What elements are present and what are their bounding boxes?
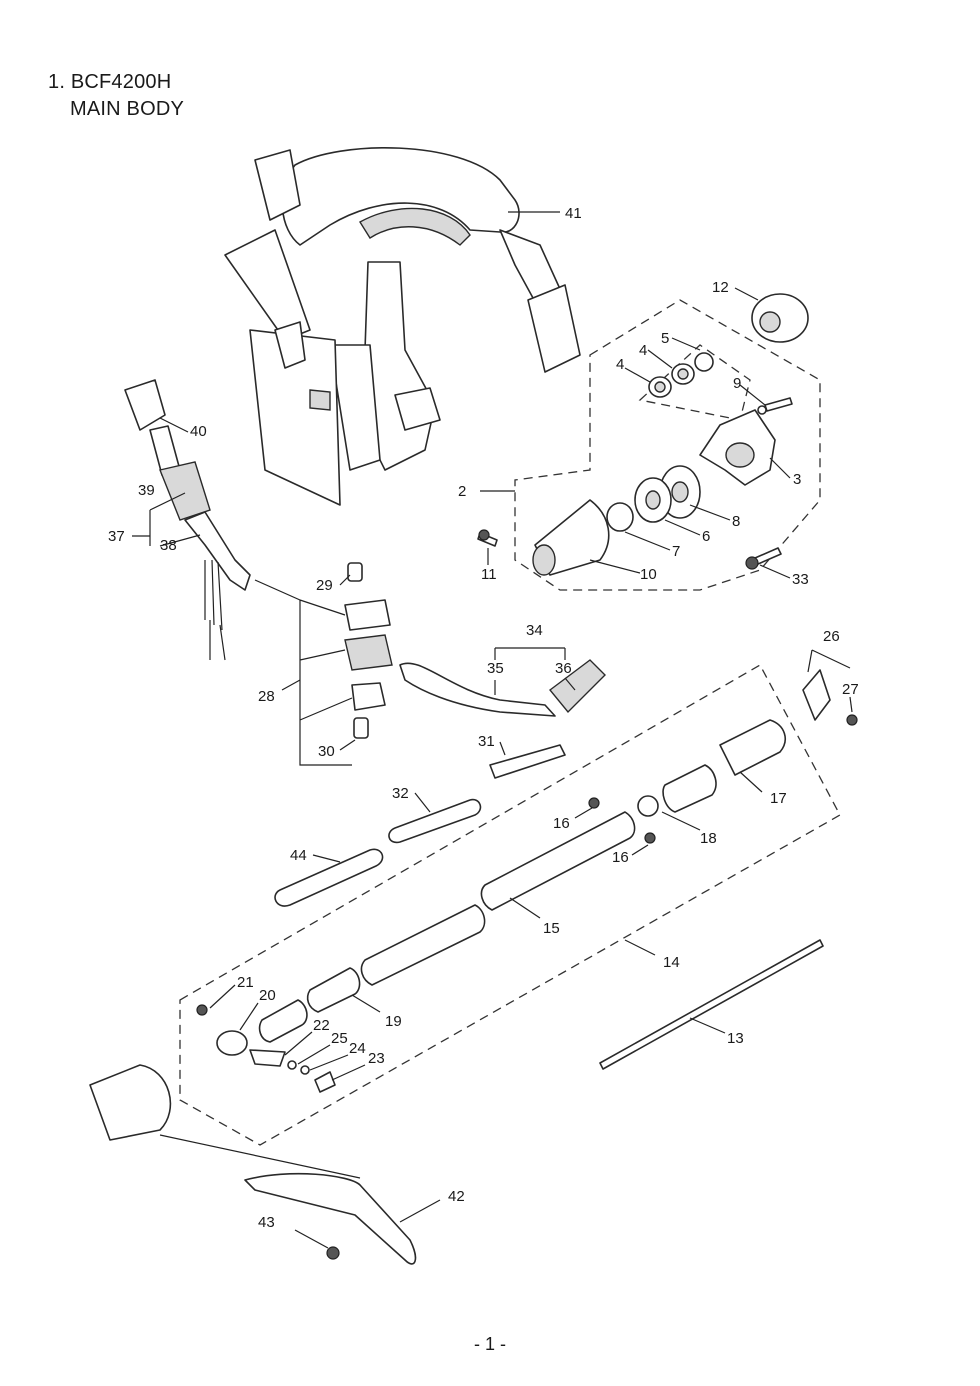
callout-4a: 4 [639, 342, 647, 359]
cone-part-10 [532, 499, 610, 576]
callout-29: 29 [316, 577, 333, 594]
callout-24: 24 [349, 1040, 366, 1057]
callout-8: 8 [732, 513, 740, 530]
bolt-part-9 [757, 397, 793, 415]
callout-16b: 16 [612, 849, 629, 866]
nut-part-24 [300, 1065, 310, 1075]
callout-23: 23 [368, 1050, 385, 1067]
bolt-part-11 [477, 529, 498, 547]
callout-44: 44 [290, 847, 307, 864]
diagram-title-section: MAIN BODY [70, 98, 185, 120]
handle-clamp-parts-28-30 [299, 562, 393, 766]
callout-9: 9 [733, 375, 741, 392]
decal-part-31 [489, 744, 566, 779]
tube-part-17 [719, 719, 786, 776]
callout-28: 28 [258, 688, 275, 705]
callout-18: 18 [700, 830, 717, 847]
callout-20: 20 [259, 987, 276, 1004]
callout-2: 2 [458, 483, 466, 500]
callout-27: 27 [842, 681, 859, 698]
shaft-part-15b [480, 811, 636, 911]
clutch-housing-part-3 [699, 409, 776, 486]
throttle-assembly-parts-37-40 [124, 379, 251, 661]
bolt-part-21 [196, 1004, 208, 1016]
handle-bar-parts-34-36 [399, 659, 606, 717]
callout-43: 43 [258, 1214, 275, 1231]
bolt-part-33 [745, 547, 782, 570]
bracket-part-22 [249, 1049, 286, 1067]
screw-part-16b [644, 832, 656, 844]
plate-part-32 [388, 798, 482, 844]
shaft-assembly-box-14 [179, 664, 841, 1146]
callout-26: 26 [823, 628, 840, 645]
clutch-assembly-box-2 [514, 299, 821, 591]
shaft-part-15a [360, 904, 486, 986]
diagram-title-model: 1. BCF4200H [48, 71, 172, 93]
ring-part-7 [606, 502, 634, 532]
tube-part-19 [306, 967, 361, 1013]
leader-lines [132, 211, 853, 1249]
callout-36: 36 [555, 660, 572, 677]
callout-33: 33 [792, 571, 809, 588]
tube-part-17b [662, 764, 717, 813]
callout-32: 32 [392, 785, 409, 802]
callout-22: 22 [313, 1017, 330, 1034]
callout-15: 15 [543, 920, 560, 937]
callout-16a: 16 [553, 815, 570, 832]
guard-part-42 [244, 1172, 417, 1265]
gear-head [89, 1064, 172, 1141]
callout-34: 34 [526, 622, 543, 639]
callout-19: 19 [385, 1013, 402, 1030]
screw-part-16a [588, 797, 600, 809]
bolt-part-43 [326, 1246, 340, 1260]
hanger-parts-26-27 [802, 669, 858, 726]
page-number: - 1 - [473, 1334, 506, 1354]
washer-part-25 [287, 1060, 297, 1070]
callout-30: 30 [318, 743, 335, 760]
callout-35: 35 [487, 660, 504, 677]
callout-42: 42 [448, 1188, 465, 1205]
clamp-part-20 [216, 1030, 248, 1056]
bearing-sub-box [638, 344, 751, 421]
bushing-part-18 [637, 795, 659, 817]
bearings-parts-4-5 [648, 352, 714, 398]
callout-12: 12 [712, 279, 729, 296]
callout-10: 10 [640, 566, 657, 583]
callout-4b: 4 [616, 356, 624, 373]
callout-37: 37 [108, 528, 125, 545]
clutch-drum-part-12 [751, 293, 809, 343]
plate-part-44 [274, 848, 384, 907]
callout-7: 7 [672, 543, 680, 560]
wing-bolt-part-23 [314, 1071, 336, 1093]
callout-25: 25 [331, 1030, 348, 1047]
callout-40: 40 [190, 423, 207, 440]
clutch-part-6 [634, 477, 672, 523]
callout-labels: 41 12 5 4 4 9 3 2 8 6 7 10 11 33 40 39 3… [108, 205, 859, 1231]
callout-11: 11 [481, 566, 497, 583]
drive-shaft-part-13 [599, 939, 824, 1070]
callout-17: 17 [770, 790, 787, 807]
callout-5: 5 [661, 330, 669, 347]
harness-part-41 [224, 146, 581, 506]
callout-38: 38 [160, 537, 177, 554]
callout-6: 6 [702, 528, 710, 545]
callout-39: 39 [138, 482, 155, 499]
callout-41: 41 [565, 205, 582, 222]
tube-part-19b [258, 999, 308, 1043]
callout-3: 3 [793, 471, 801, 488]
callout-31: 31 [478, 733, 495, 750]
callout-14: 14 [663, 954, 680, 971]
callout-13: 13 [727, 1030, 744, 1047]
callout-21: 21 [237, 974, 254, 991]
